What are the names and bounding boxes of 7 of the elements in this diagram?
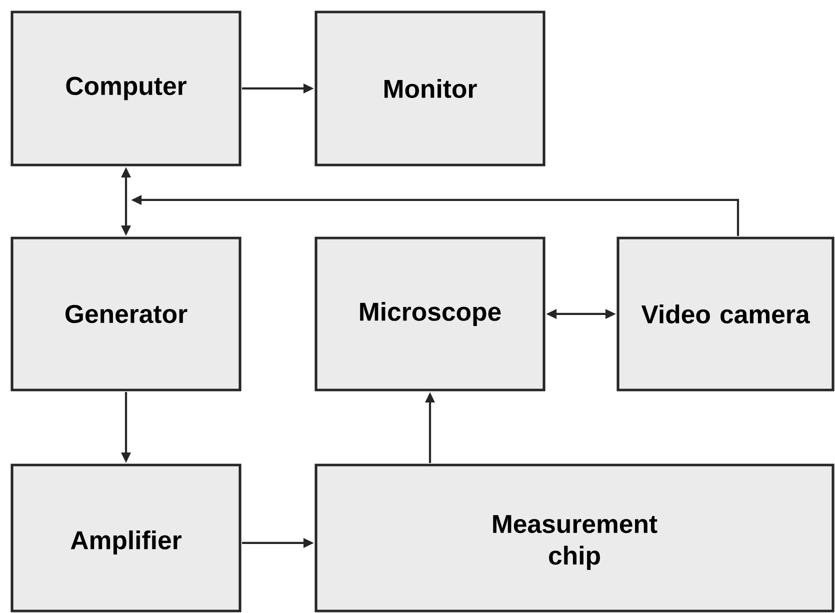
process-box: Amplifier <box>10 464 242 612</box>
process-box: Microscope <box>314 236 546 392</box>
process-box: Monitor <box>314 10 546 166</box>
process-box: Computer <box>10 10 242 166</box>
process-box: Measurement chip <box>314 464 834 612</box>
process-box: Video camera <box>616 236 834 392</box>
process-box: Generator <box>10 236 242 392</box>
